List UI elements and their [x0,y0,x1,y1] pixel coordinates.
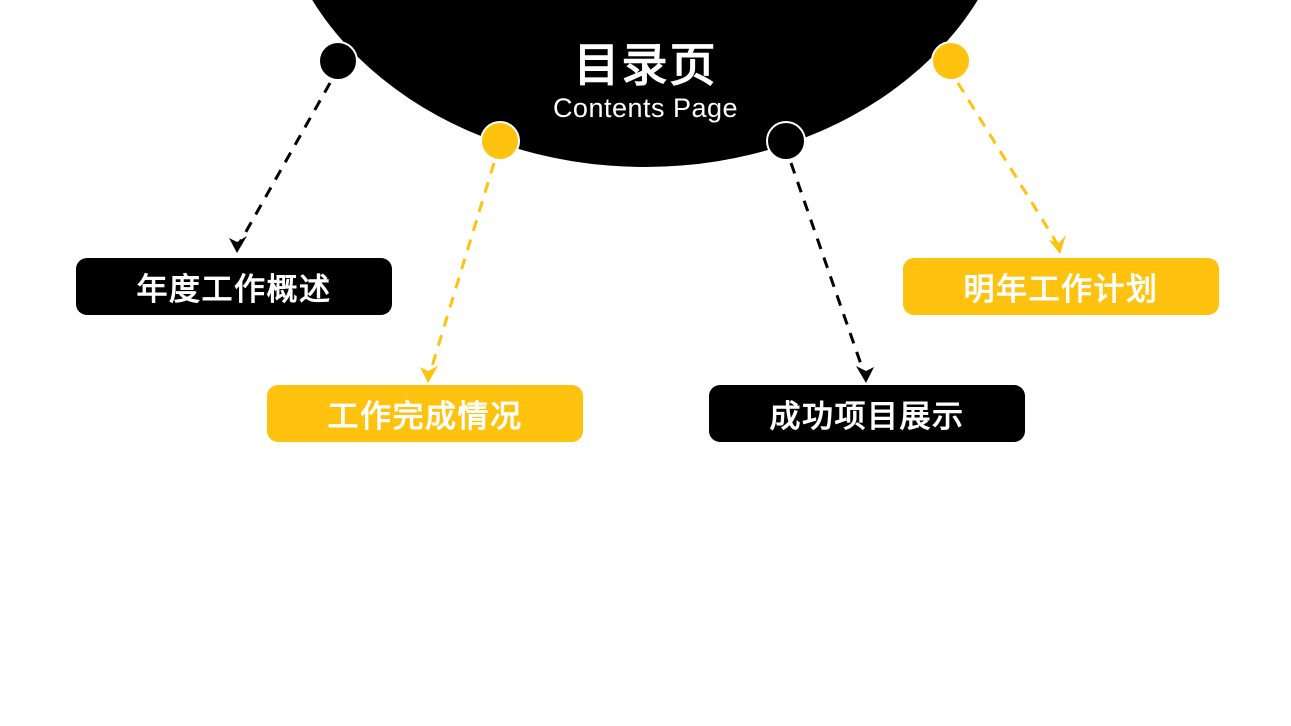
contents-item-4[interactable]: 明年工作计划 [903,258,1219,315]
black-dome-shape [312,0,978,167]
node-3-circle[interactable] [766,121,806,161]
connector-3-arrowhead [856,366,874,383]
node-1-circle[interactable] [318,41,358,81]
connector-2 [420,162,496,383]
page-subtitle: Contents Page [552,93,739,123]
connector-1-arrowhead [229,236,247,253]
connector-1 [229,82,332,253]
node-4-circle[interactable] [931,41,971,81]
connector-3-line [789,162,866,374]
connector-3 [789,162,874,383]
connector-2-line [428,162,496,374]
connector-4-arrowhead [1049,235,1066,254]
connector-4 [956,82,1066,254]
page-title: 目录页 [573,39,718,91]
connector-2-arrowhead [420,366,438,383]
contents-item-1[interactable]: 年度工作概述 [76,258,392,315]
connector-1-line [237,82,332,245]
contents-item-2[interactable]: 工作完成情况 [267,385,583,442]
page-title-block: 目录页 Contents Page [0,38,1291,124]
node-2-circle[interactable] [480,121,520,161]
connector-4-line [956,82,1060,246]
contents-item-3[interactable]: 成功项目展示 [709,385,1025,442]
